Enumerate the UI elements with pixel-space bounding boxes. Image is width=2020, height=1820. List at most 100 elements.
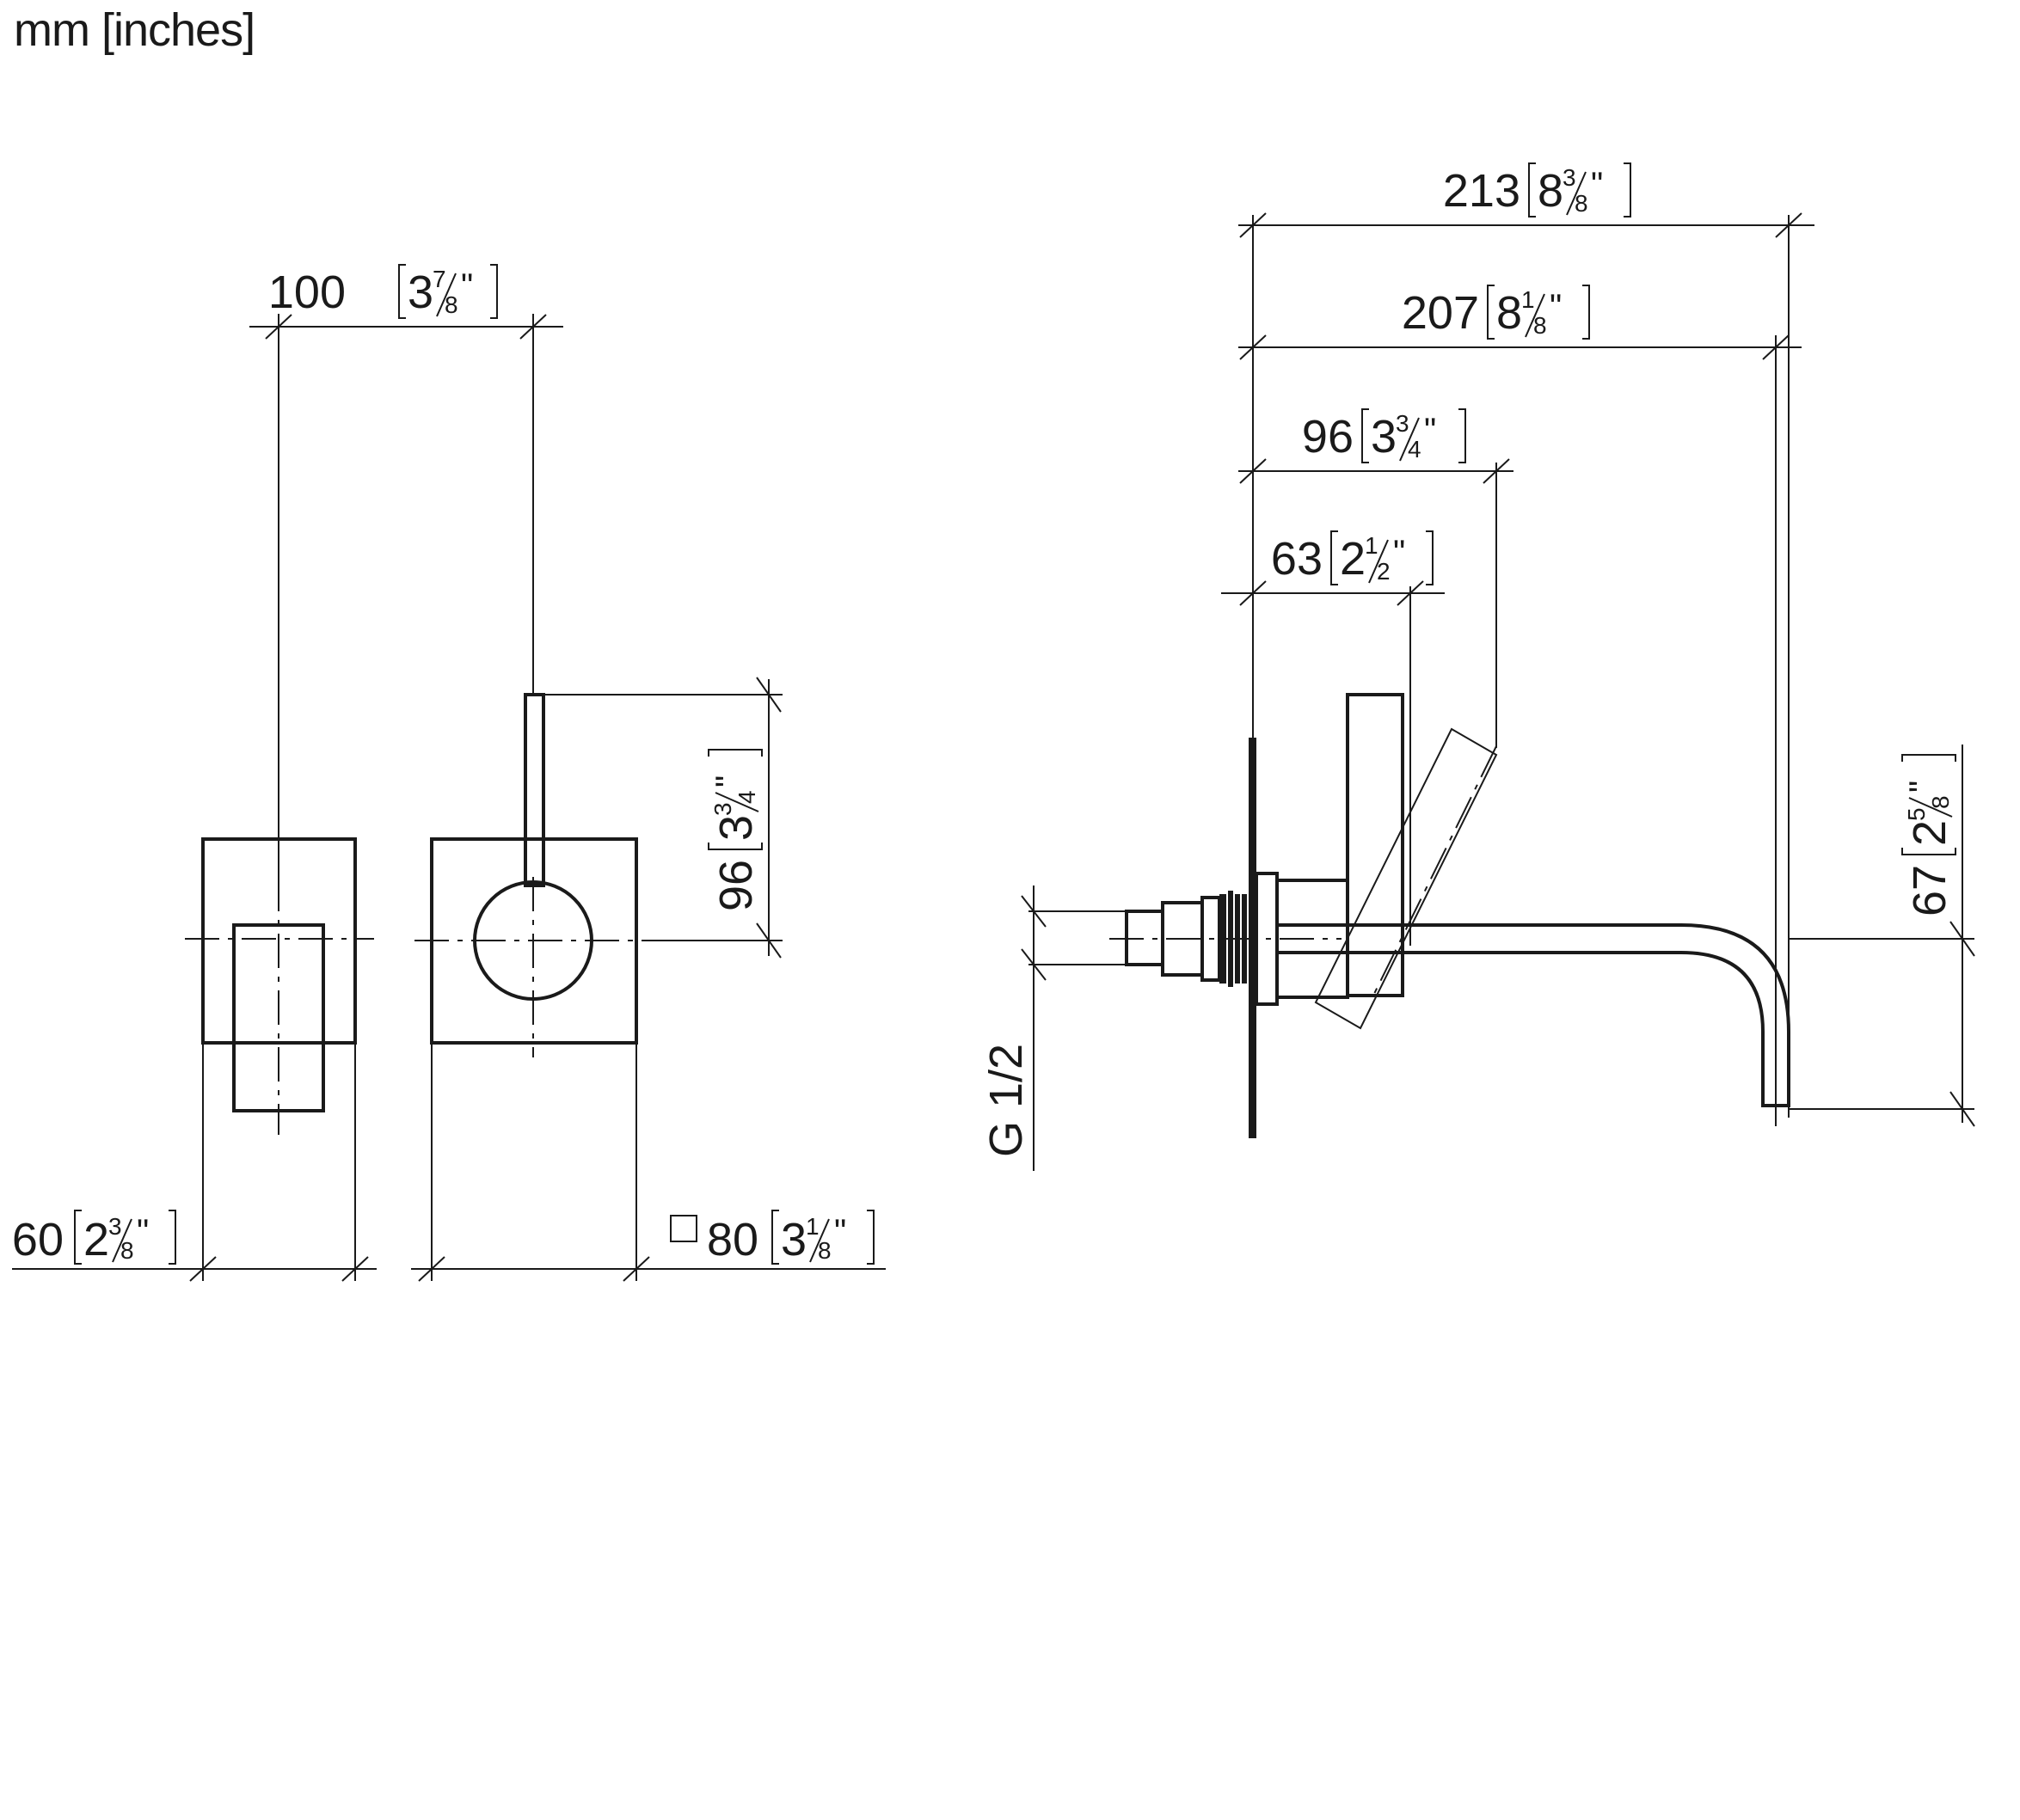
bracket-open: [1528, 162, 1536, 218]
dimension-tick: [1762, 334, 1790, 360]
dimension-tick: [1021, 948, 1047, 981]
dimension-inch-whole: 8: [1496, 287, 1522, 339]
fraction-bar: [112, 1218, 132, 1263]
dimension-inch-whole: 2: [1904, 820, 1956, 846]
dimension-inch-whole: 8: [1538, 165, 1563, 217]
fraction-denominator: 8: [818, 1237, 832, 1264]
fraction-denominator: 4: [734, 790, 760, 804]
dimension-lever-reach: 96 3 3 4 ": [1238, 408, 1513, 484]
spout-front-view: [185, 837, 374, 1135]
dimension-tick: [341, 1256, 369, 1282]
dimension-spout-reach: 207 8 1 8 ": [1238, 285, 1802, 360]
dimension-tick: [265, 314, 292, 340]
fraction-numerator: 3: [709, 802, 736, 816]
dimension-spout-drop: 67 2 5 8 ": [1901, 745, 1975, 1127]
fraction-denominator: 2: [1377, 558, 1391, 585]
inch-mark: ": [1393, 534, 1405, 572]
fraction-bar: [1908, 797, 1953, 818]
dimension-tick: [1397, 580, 1424, 606]
fraction-denominator: 4: [1408, 436, 1421, 463]
bracket-open: [771, 1210, 779, 1265]
dimension-spacing: 100 3 7 8 ": [249, 264, 563, 340]
bracket-open: [398, 264, 406, 319]
bracket-open: [1901, 848, 1956, 855]
inch-mark: ": [834, 1213, 846, 1251]
fraction-numerator: 1: [1521, 286, 1535, 313]
dimension-tick: [1949, 1091, 1975, 1127]
fraction-bar: [436, 273, 457, 317]
fraction-numerator: 3: [1396, 410, 1409, 437]
dimension-tick: [1239, 212, 1267, 238]
dimension-mm: 213: [1443, 165, 1520, 217]
dimension-inch-whole: 2: [83, 1214, 109, 1265]
dimension-tick: [1483, 458, 1510, 484]
dimension-inch-whole: 3: [408, 267, 433, 318]
fraction-bar: [1525, 293, 1545, 338]
dimension-tick: [1021, 895, 1047, 928]
square-symbol: [670, 1215, 697, 1242]
lever-block: [1346, 693, 1404, 997]
inch-mark: ": [137, 1213, 149, 1251]
fraction-denominator: 8: [445, 291, 458, 318]
fraction-numerator: 1: [1365, 532, 1378, 559]
bracket-close: [867, 1210, 875, 1265]
side-view: [1109, 693, 1790, 1138]
inch-mark: ": [1424, 412, 1436, 450]
inch-mark: ": [461, 267, 473, 305]
dimension-inch-whole: 2: [1340, 533, 1366, 585]
fraction-numerator: 7: [433, 266, 446, 292]
units-label: mm [inches]: [14, 4, 255, 56]
bracket-open: [1330, 530, 1338, 585]
dimension-tick: [1239, 334, 1267, 360]
lever-front-view: [414, 693, 654, 1057]
fraction-bar: [1399, 417, 1420, 462]
bracket-open: [1361, 408, 1369, 463]
dimension-spout-total: 213 8 3 8 ": [1238, 162, 1814, 238]
dimension-tick: [418, 1256, 445, 1282]
bracket-close: [490, 264, 498, 319]
dimension-body-depth: 63 2 1 2 ": [1221, 530, 1445, 606]
dimension-tick: [1775, 212, 1802, 238]
bracket-close: [1582, 285, 1590, 340]
dimension-tick: [1239, 458, 1267, 484]
dimension-tick: [623, 1256, 650, 1282]
fraction-numerator: 5: [1903, 807, 1930, 821]
dimension-inch-whole: 3: [1371, 411, 1397, 463]
fraction-numerator: 3: [1563, 164, 1576, 191]
fraction-numerator: 1: [806, 1213, 820, 1240]
dimension-inch-whole: 3: [781, 1214, 807, 1265]
fraction-denominator: 8: [1533, 312, 1547, 339]
fraction-bar: [715, 792, 759, 812]
dimension-depth-front: 60 2 3 8 ": [12, 1210, 377, 1282]
lever-alternate-position: [1314, 727, 1498, 1030]
fraction-bar: [1566, 171, 1587, 216]
dimension-mm: 96: [1302, 411, 1354, 463]
dimension-mm: 67: [1904, 865, 1956, 916]
bracket-open: [74, 1210, 82, 1265]
dimension-mm: 80: [707, 1214, 758, 1265]
dimension-mm: 207: [1402, 287, 1479, 339]
dimension-mm: 100: [268, 267, 346, 318]
fraction-bar: [1368, 539, 1389, 584]
dimension-tick: [189, 1256, 217, 1282]
inch-mark: ": [1903, 781, 1941, 793]
dimension-lever-height: 96 3 3 4 ": [708, 677, 782, 959]
dimension-tick: [519, 314, 547, 340]
bracket-close: [1458, 408, 1466, 463]
dimension-thread: G 1/2: [980, 885, 1127, 1171]
lever-centerline: [1372, 745, 1497, 998]
lever-handle: [524, 693, 545, 887]
bracket-close: [708, 749, 763, 757]
fraction-numerator: 3: [108, 1213, 122, 1240]
dimension-tick: [756, 922, 782, 959]
bracket-close: [1624, 162, 1631, 218]
bracket-close: [1901, 754, 1956, 762]
fraction-denominator: 8: [1927, 795, 1954, 809]
dimension-tick: [1239, 580, 1267, 606]
spout: [1277, 923, 1790, 1107]
dimension-tick: [1949, 921, 1975, 957]
dimension-plate-square: 80 3 1 8 ": [411, 1210, 886, 1282]
dimension-mm: 63: [1271, 533, 1323, 585]
inch-mark: ": [709, 775, 747, 787]
